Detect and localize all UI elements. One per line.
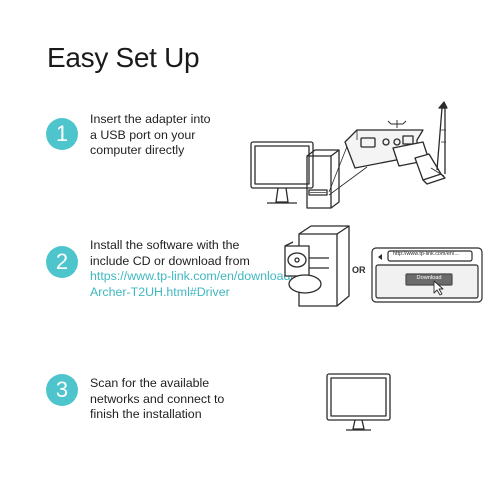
computer-usb-adapter-illustration <box>250 101 448 209</box>
step-text-line: networks and connect to <box>90 391 225 406</box>
browser-download-illustration <box>371 247 483 303</box>
download-button <box>405 273 453 286</box>
step-text-line: computer directly <box>90 143 185 157</box>
step-number-badge: 2 <box>46 246 78 278</box>
back-arrow-icon <box>378 254 382 260</box>
browser-url-text: http://www.tp-link.com/en/... <box>393 251 459 257</box>
cursor-icon <box>433 280 444 296</box>
download-link[interactable]: https://www.tp-link.com/en/download/ <box>90 269 294 283</box>
step-2-description: Install the software with the include CD… <box>90 238 294 300</box>
cd-tray-icon <box>288 274 322 294</box>
step-text-line: a USB port on your <box>90 127 196 142</box>
step-text-line: include CD or download from <box>90 253 250 268</box>
step-text-line: Scan for the available <box>90 376 210 390</box>
browser-address-bar <box>387 250 473 262</box>
step-3: 3 Scan for the available networks and co… <box>0 368 500 488</box>
step-number-badge: 3 <box>46 374 78 406</box>
monitor-illustration <box>326 373 391 431</box>
cd-computer-illustration <box>284 225 350 307</box>
usb-adapter-icon <box>392 101 448 185</box>
monitor-icon <box>250 141 314 204</box>
step-2: 2 Install the software with the include … <box>0 225 500 356</box>
download-link-continued[interactable]: Archer-T2UH.html#Driver <box>90 284 230 299</box>
cd-disc-icon <box>287 252 307 268</box>
step-text-line: Insert the adapter into <box>90 112 211 126</box>
or-label: OR <box>352 265 366 275</box>
download-button-label: Download <box>416 275 442 281</box>
step-number-badge: 1 <box>46 118 78 150</box>
monitor-icon <box>326 373 391 431</box>
step-text-line: Install the software with the <box>90 238 240 252</box>
step-text-line: finish the installation <box>90 407 202 421</box>
step-1: 1 Insert the adapter into a USB port on … <box>0 101 500 232</box>
step-3-description: Scan for the available networks and conn… <box>90 376 270 423</box>
step-1-description: Insert the adapter into a USB port on yo… <box>90 112 270 159</box>
page-title: Easy Set Up <box>47 42 200 73</box>
